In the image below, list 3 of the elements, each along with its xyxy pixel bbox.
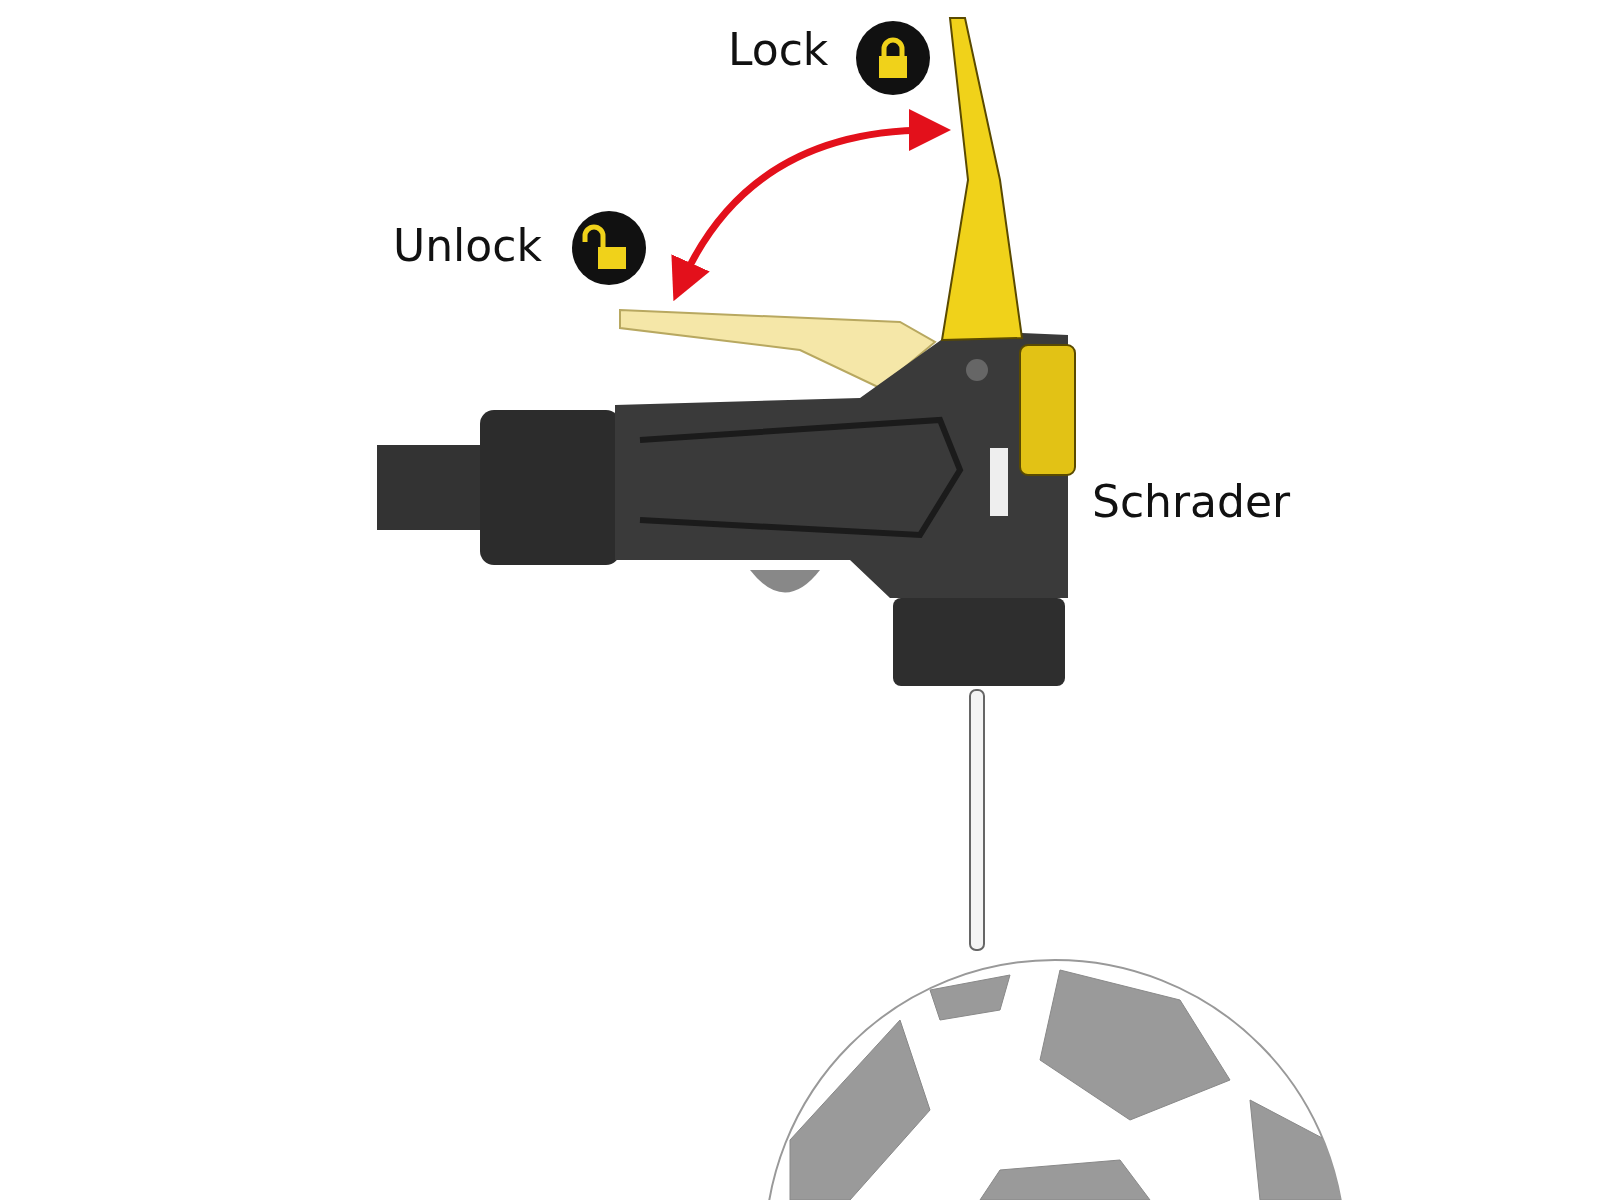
part-label: Unlock bbox=[393, 222, 542, 271]
part-label: Lock bbox=[728, 26, 829, 75]
part-label: Schrader bbox=[1092, 478, 1291, 527]
